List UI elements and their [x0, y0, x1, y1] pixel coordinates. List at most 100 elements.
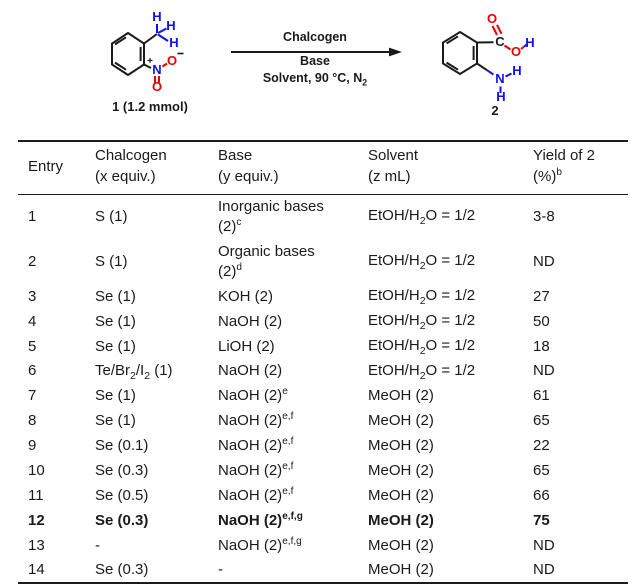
- atom-label: H: [152, 9, 161, 24]
- table-row: 10 Se (0.3) NaOH (2)e,f MeOH (2) 65: [18, 459, 628, 484]
- cell-yield: 65: [533, 412, 550, 430]
- cell-entry: 9: [28, 437, 37, 455]
- atom-label: O: [511, 44, 521, 59]
- atom-label: +: [147, 56, 153, 67]
- atom-label: N: [152, 62, 161, 77]
- benzene-ring: [111, 31, 145, 77]
- cell-solvent: EtOH/H2O = 1/2: [368, 361, 476, 382]
- atom-label: H: [166, 18, 175, 33]
- cell-chalcogen: Se (1): [95, 337, 136, 355]
- ring-to-n-bond: [476, 62, 488, 72]
- product-label: 2: [491, 103, 499, 118]
- cell-yield: ND: [533, 252, 555, 270]
- cell-chalcogen: S (1): [95, 252, 128, 270]
- cell-solvent: MeOH (2): [368, 412, 434, 430]
- reactant-label: 1 (1.2 mmol): [112, 99, 188, 114]
- cell-yield: 75: [533, 511, 550, 529]
- ring-to-n-bond: [486, 69, 495, 76]
- double-bond: [446, 35, 459, 45]
- cell-yield: ND: [533, 362, 555, 380]
- cell-chalcogen: Se (0.3): [95, 462, 149, 480]
- cell-yield: 18: [533, 337, 550, 355]
- cell-base: NaOH (2)e: [218, 386, 288, 405]
- cell-yield: 66: [533, 486, 550, 504]
- cell-yield: 3-8: [533, 208, 555, 226]
- column-header: Yield of 2(%)b: [533, 141, 628, 195]
- cell-solvent: EtOH/H2O = 1/2: [368, 311, 476, 332]
- cell-entry: 14: [28, 561, 45, 579]
- cell-chalcogen: Se (1): [95, 387, 136, 405]
- cell-base: NaOH (2)e,f: [218, 436, 294, 455]
- cell-chalcogen: Se (0.5): [95, 486, 149, 504]
- double-bond: [114, 61, 127, 71]
- cell-base: NaOH (2): [218, 362, 283, 380]
- cell-solvent: EtOH/H2O = 1/2: [368, 251, 476, 272]
- double-bond: [114, 36, 127, 46]
- c-h-bond: [157, 27, 167, 34]
- cell-solvent: MeOH (2): [368, 387, 434, 405]
- cell-entry: 11: [28, 486, 44, 504]
- atom-label: H: [512, 63, 521, 78]
- product-structure: [442, 24, 528, 93]
- ring-to-methyl-bond: [143, 33, 158, 45]
- cell-yield: ND: [533, 536, 555, 554]
- cell-chalcogen: S (1): [95, 208, 128, 226]
- n-h-bond: [505, 72, 512, 78]
- cell-entry: 4: [28, 312, 37, 330]
- reaction-arrow: [231, 47, 402, 57]
- arrowhead: [389, 47, 402, 57]
- table-row: 14 Se (0.3) - MeOH (2) ND: [18, 558, 628, 583]
- c-o-double-bond: [491, 25, 498, 36]
- arrow-base-label: Base: [300, 54, 330, 68]
- cell-base: -: [218, 561, 223, 579]
- benzene-ring: [442, 30, 478, 76]
- ring-to-n-bond: [143, 63, 152, 69]
- cell-base: LiOH (2): [218, 337, 275, 355]
- cell-entry: 3: [28, 287, 37, 305]
- column-header: Base(y equiv.): [218, 141, 368, 195]
- cell-base: NaOH (2)e,f,g: [218, 535, 302, 554]
- cell-yield: 65: [533, 462, 550, 480]
- cell-base: KOH (2): [218, 287, 274, 305]
- cell-chalcogen: Se (0.3): [95, 561, 149, 579]
- cell-entry: 10: [28, 462, 45, 480]
- cell-yield: 22: [533, 437, 550, 455]
- cell-chalcogen: Se (0.1): [95, 437, 149, 455]
- atom-label: O: [487, 11, 497, 26]
- cell-solvent: MeOH (2): [368, 561, 434, 579]
- cell-chalcogen: Se (1): [95, 287, 136, 305]
- cell-solvent: MeOH (2): [368, 437, 434, 455]
- cell-chalcogen: -: [95, 536, 100, 554]
- cell-yield: ND: [533, 561, 555, 579]
- cell-yield: 61: [533, 387, 550, 405]
- o-h-bond: [520, 45, 525, 50]
- cell-entry: 13: [28, 536, 45, 554]
- cell-solvent: EtOH/H2O = 1/2: [368, 336, 476, 357]
- double-bond: [446, 61, 459, 71]
- atom-label: H: [169, 35, 178, 50]
- cell-base: NaOH (2): [218, 312, 283, 330]
- cell-solvent: EtOH/H2O = 1/2: [368, 286, 476, 307]
- atom-label: H: [496, 89, 505, 104]
- c-o-bond: [503, 44, 512, 51]
- cell-entry: 8: [28, 412, 37, 430]
- cell-base: NaOH (2)e,f,g: [218, 510, 303, 529]
- cell-solvent: MeOH (2): [368, 462, 434, 480]
- cell-entry: 12: [28, 511, 45, 529]
- n-o-bond: [161, 62, 168, 68]
- cell-base: NaOH (2)e,f: [218, 461, 294, 480]
